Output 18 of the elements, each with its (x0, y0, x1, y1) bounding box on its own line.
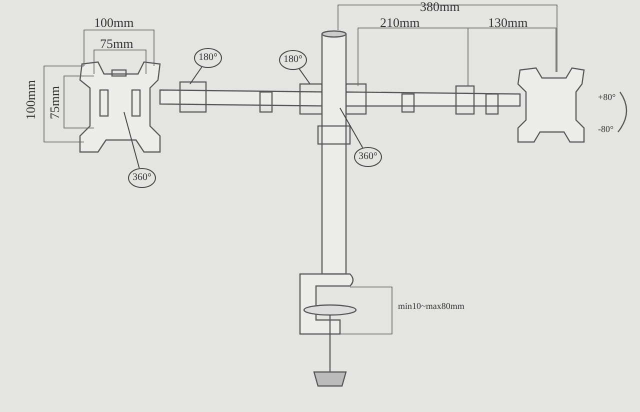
dimension-label: 100mm (94, 16, 134, 30)
leader-line (190, 66, 202, 84)
dimension-label: 380mm (420, 0, 460, 14)
dimension-label: -80° (598, 124, 614, 134)
dimension-label: 210mm (380, 16, 420, 30)
dimension-label: 75mm (48, 86, 62, 120)
dimension-label: 75mm (100, 37, 134, 51)
dimension-label: 130mm (488, 16, 528, 30)
dimension-label: min10~max80mm (398, 301, 464, 311)
rotation-callout: 360° (354, 147, 382, 167)
rotation-callout: 360° (128, 168, 156, 188)
leader-line (124, 112, 140, 169)
dimension-label: +80° (598, 92, 616, 102)
leader-line (298, 68, 310, 84)
leader-line (340, 108, 364, 148)
dimension-label: 100mm (24, 80, 38, 120)
rotation-callout: 180° (194, 48, 222, 68)
rotation-callout: 180° (279, 50, 307, 70)
